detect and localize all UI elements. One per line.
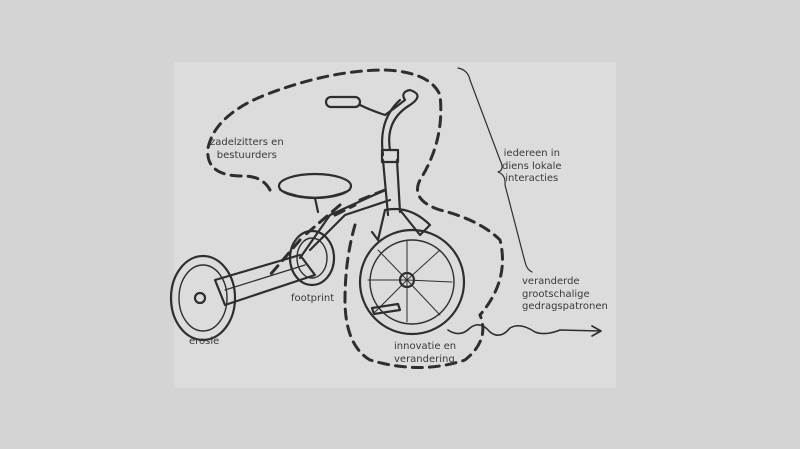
label-line: interacties xyxy=(505,173,559,184)
seat xyxy=(277,172,353,200)
frame xyxy=(298,188,392,260)
label-line: bestuurders xyxy=(216,149,277,161)
label-line: gedragspatronen xyxy=(522,301,608,312)
dashed-boundaries xyxy=(206,68,504,369)
label-innovation: innovatie en verandering xyxy=(394,341,456,366)
label-local-interactions: iedereen in diens lokale interacties xyxy=(502,148,562,186)
innovation-boundary xyxy=(343,223,485,369)
trend-arrow xyxy=(447,324,602,337)
label-line: verandering xyxy=(394,353,455,365)
label-line: zadelzitters en xyxy=(210,137,284,148)
rear-axle-platform xyxy=(213,253,317,307)
label-line: veranderde xyxy=(522,276,580,287)
label-line: diens lokale xyxy=(502,160,562,172)
handlebar xyxy=(358,88,419,152)
front-wheel xyxy=(358,228,466,336)
pedal xyxy=(370,302,402,316)
curly-brace xyxy=(457,67,533,273)
steering-column xyxy=(381,158,402,217)
label-footprint: footprint xyxy=(291,293,335,304)
label-behavior-patterns: veranderde grootschalige gedragspatronen xyxy=(522,276,608,314)
riders-boundary xyxy=(206,68,504,317)
label-line: innovatie en xyxy=(394,341,457,352)
label-line: grootschalige xyxy=(522,288,590,300)
fork xyxy=(370,207,432,242)
rear-left-wheel xyxy=(169,254,237,342)
handle-grip xyxy=(324,95,362,109)
label-erosion: erosie xyxy=(189,336,220,347)
label-riders: zadelzitters en bestuurders xyxy=(210,137,284,162)
label-line: iedereen in xyxy=(503,148,560,159)
